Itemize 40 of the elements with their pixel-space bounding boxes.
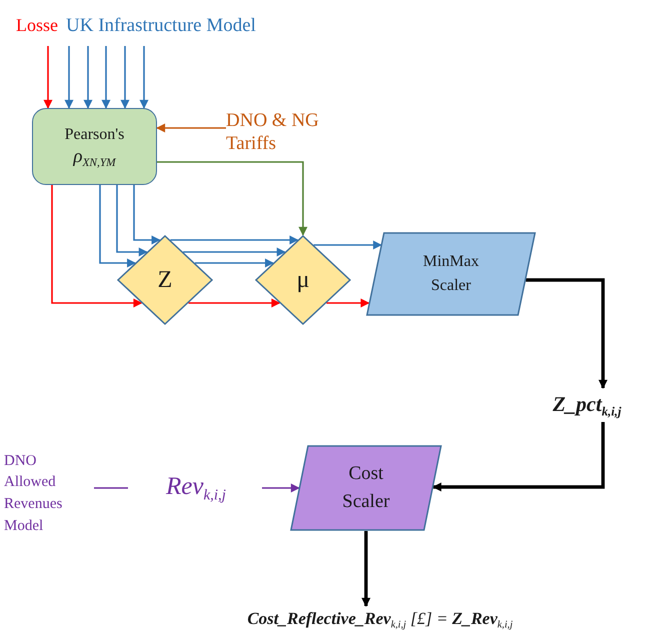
- arrow: [326, 298, 370, 308]
- arrow: [157, 161, 308, 236]
- arrow: [116, 185, 148, 256]
- input-label: Losse: [16, 15, 58, 37]
- node-title: Pearson's: [64, 124, 124, 144]
- node-label: μ: [296, 266, 310, 294]
- arrow: [362, 531, 370, 607]
- arrow: [99, 185, 136, 268]
- arrow: [84, 46, 92, 109]
- arrow: [156, 124, 226, 132]
- arrow: [194, 258, 274, 268]
- input-label: DNO Allowed Revenues Model: [4, 452, 64, 536]
- arrow: [51, 185, 142, 308]
- arrow: [526, 278, 608, 389]
- formula-label: Rev$_{k,i,j}$: [166, 472, 226, 502]
- input-label: DNO & NG Tariffs: [226, 110, 320, 156]
- arrow: [140, 46, 148, 109]
- data-parallelogram: [366, 232, 536, 316]
- node-label: Z: [158, 266, 172, 294]
- result-formula: Cost_Reflective_Rev$_{k,i,j}$ [£] = Z_Rev$_{k,i,j}$: [247, 608, 513, 630]
- formula-label: ρ$_{XN,YM}$: [73, 146, 116, 168]
- arrow: [262, 484, 300, 492]
- input-label: UK Infrastructure Model: [66, 14, 256, 38]
- node-label: Cost Scaler: [341, 462, 391, 514]
- data-parallelogram: [290, 445, 442, 531]
- arrow: [314, 240, 382, 250]
- arrow: [188, 298, 280, 308]
- arrow: [432, 422, 605, 492]
- arrow: [183, 248, 286, 256]
- arrow: [120, 46, 130, 109]
- decision-diamond: [117, 235, 213, 325]
- connector-line: [94, 487, 128, 489]
- arrow: [133, 185, 161, 244]
- arrow: [170, 236, 299, 244]
- decision-diamond: [255, 235, 351, 325]
- arrow: [64, 46, 74, 109]
- arrow: [102, 46, 110, 109]
- node-label: MinMax Scaler: [422, 252, 480, 296]
- process-box: [32, 108, 157, 185]
- arrow: [44, 46, 52, 109]
